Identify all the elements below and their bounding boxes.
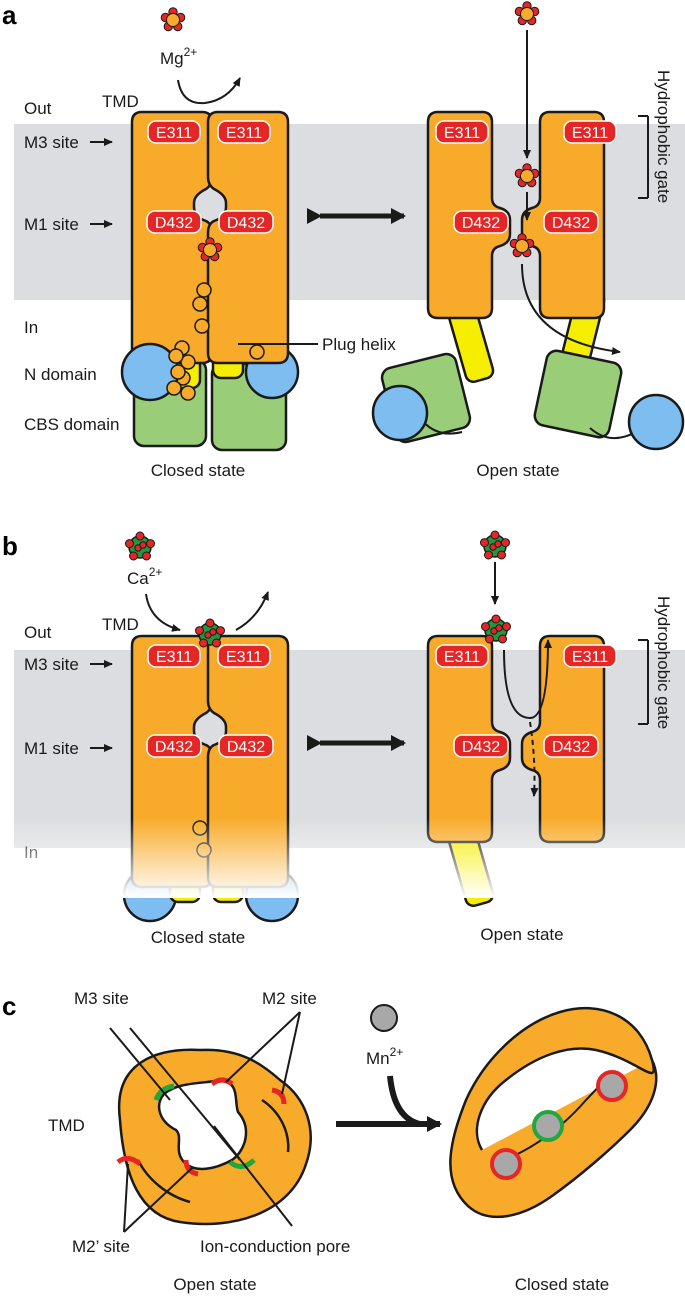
mg-release-arrow bbox=[177, 77, 241, 105]
panel-b: b Out TMD M3 site M1 site In Ca2+ E311 E… bbox=[2, 530, 685, 947]
e311-left-b: E311 bbox=[156, 649, 192, 666]
m2-site-arc-outer bbox=[271, 1087, 287, 1105]
d432-right-b: D432 bbox=[227, 739, 265, 756]
tmd-closed-s bbox=[449, 1007, 658, 1219]
cbs-domain-label: CBS domain bbox=[24, 415, 119, 434]
n-domain-label: N domain bbox=[24, 365, 97, 384]
open-channel-a: E311 E311 D432 D432 bbox=[371, 1, 685, 451]
tmd-seam-left bbox=[136, 1159, 191, 1204]
m2p-site-label-c: M2’ site bbox=[72, 1237, 130, 1256]
d432-open-left-a: D432 bbox=[462, 215, 500, 232]
panel-c: c M3 site M2 site TMD M2’ site Ion-condu… bbox=[2, 989, 658, 1294]
e311-right-a: E311 bbox=[226, 125, 262, 142]
panel-a-letter: a bbox=[2, 0, 17, 30]
m3-site-label-b: M3 site bbox=[24, 655, 79, 674]
m1-site-label-b: M1 site bbox=[24, 739, 79, 758]
m1-site-label: M1 site bbox=[24, 215, 79, 234]
tmd-label-b: TMD bbox=[102, 615, 139, 634]
ca-ion-top-icon bbox=[479, 530, 511, 560]
m2p-leader-b bbox=[123, 1167, 193, 1233]
ca-return-arrow bbox=[503, 639, 552, 720]
ca-ion-bound-icon bbox=[194, 618, 226, 648]
mn-bound-m3 bbox=[532, 1110, 564, 1142]
m2-leader-a bbox=[225, 1011, 301, 1083]
ca-release-arrow bbox=[235, 591, 269, 631]
mn-bound-m2p bbox=[490, 1148, 522, 1180]
tmd-label-c: TMD bbox=[48, 1116, 85, 1135]
in-label: In bbox=[24, 318, 38, 337]
m2p-site-arc-outer bbox=[116, 1156, 142, 1166]
m3-site-label: M3 site bbox=[24, 133, 79, 152]
closed-state-label-c: Closed state bbox=[515, 1275, 610, 1294]
ca-ion-gate-icon bbox=[480, 614, 512, 644]
d432-left-b: D432 bbox=[155, 739, 193, 756]
tmd-open-ring bbox=[116, 1048, 312, 1226]
plug-helix-label: Plug helix bbox=[322, 335, 396, 354]
closed-state-label-a: Closed state bbox=[151, 461, 246, 480]
ca-approach-arrow bbox=[145, 593, 181, 632]
m2p-leader-a bbox=[123, 1163, 129, 1233]
tmd-seam-right bbox=[261, 1098, 290, 1153]
fade-overlay bbox=[14, 818, 685, 898]
e311-right-b: E311 bbox=[226, 649, 262, 666]
panel-b-letter: b bbox=[2, 531, 18, 561]
closed-state-label-b: Closed state bbox=[151, 928, 246, 947]
mg-ion-label: Mg2+ bbox=[160, 45, 197, 68]
cbs-domain-open-right bbox=[533, 349, 623, 439]
e311-open-left-a: E311 bbox=[444, 125, 480, 142]
m3-leader bbox=[109, 1027, 171, 1101]
open-state-label-a: Open state bbox=[476, 461, 559, 480]
pore-leader bbox=[213, 1125, 293, 1227]
d432-open-left-b: D432 bbox=[462, 739, 500, 756]
d432-left-a: D432 bbox=[155, 215, 193, 232]
pore-label-c: Ion-conduction pore bbox=[200, 1237, 350, 1256]
tmd-label: TMD bbox=[102, 92, 139, 111]
ca-ion-label: Ca2+ bbox=[127, 565, 162, 588]
m3-site-label-c: M3 site bbox=[74, 989, 129, 1008]
panel-a: a Out TMD M3 site M1 site In Mg2+ bbox=[2, 0, 685, 480]
closed-channel-a: E311 E311 D432 D432 bbox=[120, 110, 300, 452]
e311-left-a: E311 bbox=[156, 125, 192, 142]
e311-open-right-a: E311 bbox=[572, 125, 608, 142]
panel-c-letter: c bbox=[2, 991, 16, 1021]
m2-site-label-c: M2 site bbox=[262, 989, 317, 1008]
out-label-b: Out bbox=[24, 623, 52, 642]
n-domain-open-right bbox=[627, 393, 685, 451]
n-domain-ions bbox=[166, 348, 186, 396]
mg-ion-top-icon bbox=[514, 1, 540, 26]
ca-leak-arrow bbox=[529, 721, 539, 797]
m2-site-arc-inner bbox=[210, 1077, 234, 1087]
d432-open-right-a: D432 bbox=[552, 215, 590, 232]
d432-open-right-b: D432 bbox=[552, 739, 590, 756]
mn-ion-label: Mn2+ bbox=[366, 1045, 403, 1068]
m2-leader-b bbox=[281, 1011, 301, 1095]
m3-site-arc-b bbox=[228, 1158, 256, 1169]
open-state-label-c: Open state bbox=[173, 1275, 256, 1294]
mg-ion-icon bbox=[160, 7, 186, 32]
d432-right-a: D432 bbox=[227, 215, 265, 232]
e311-open-left-b: E311 bbox=[444, 649, 480, 666]
n-domain-open-left bbox=[371, 384, 429, 442]
out-label: Out bbox=[24, 99, 52, 118]
mn-ion-icon bbox=[370, 1004, 398, 1032]
mn-bound-m2 bbox=[596, 1070, 628, 1102]
mg-exit-arrow bbox=[521, 263, 621, 355]
ca-ion-icon bbox=[124, 531, 156, 561]
hydrophobic-gate-label-a: Hydrophobic gate bbox=[654, 70, 673, 203]
e311-open-right-b: E311 bbox=[572, 649, 608, 666]
m3-leader-b bbox=[129, 1027, 241, 1161]
hydrophobic-gate-label-b: Hydrophobic gate bbox=[654, 596, 673, 729]
open-state-label-b: Open state bbox=[480, 925, 563, 944]
mn-merge-curve bbox=[387, 1075, 421, 1127]
